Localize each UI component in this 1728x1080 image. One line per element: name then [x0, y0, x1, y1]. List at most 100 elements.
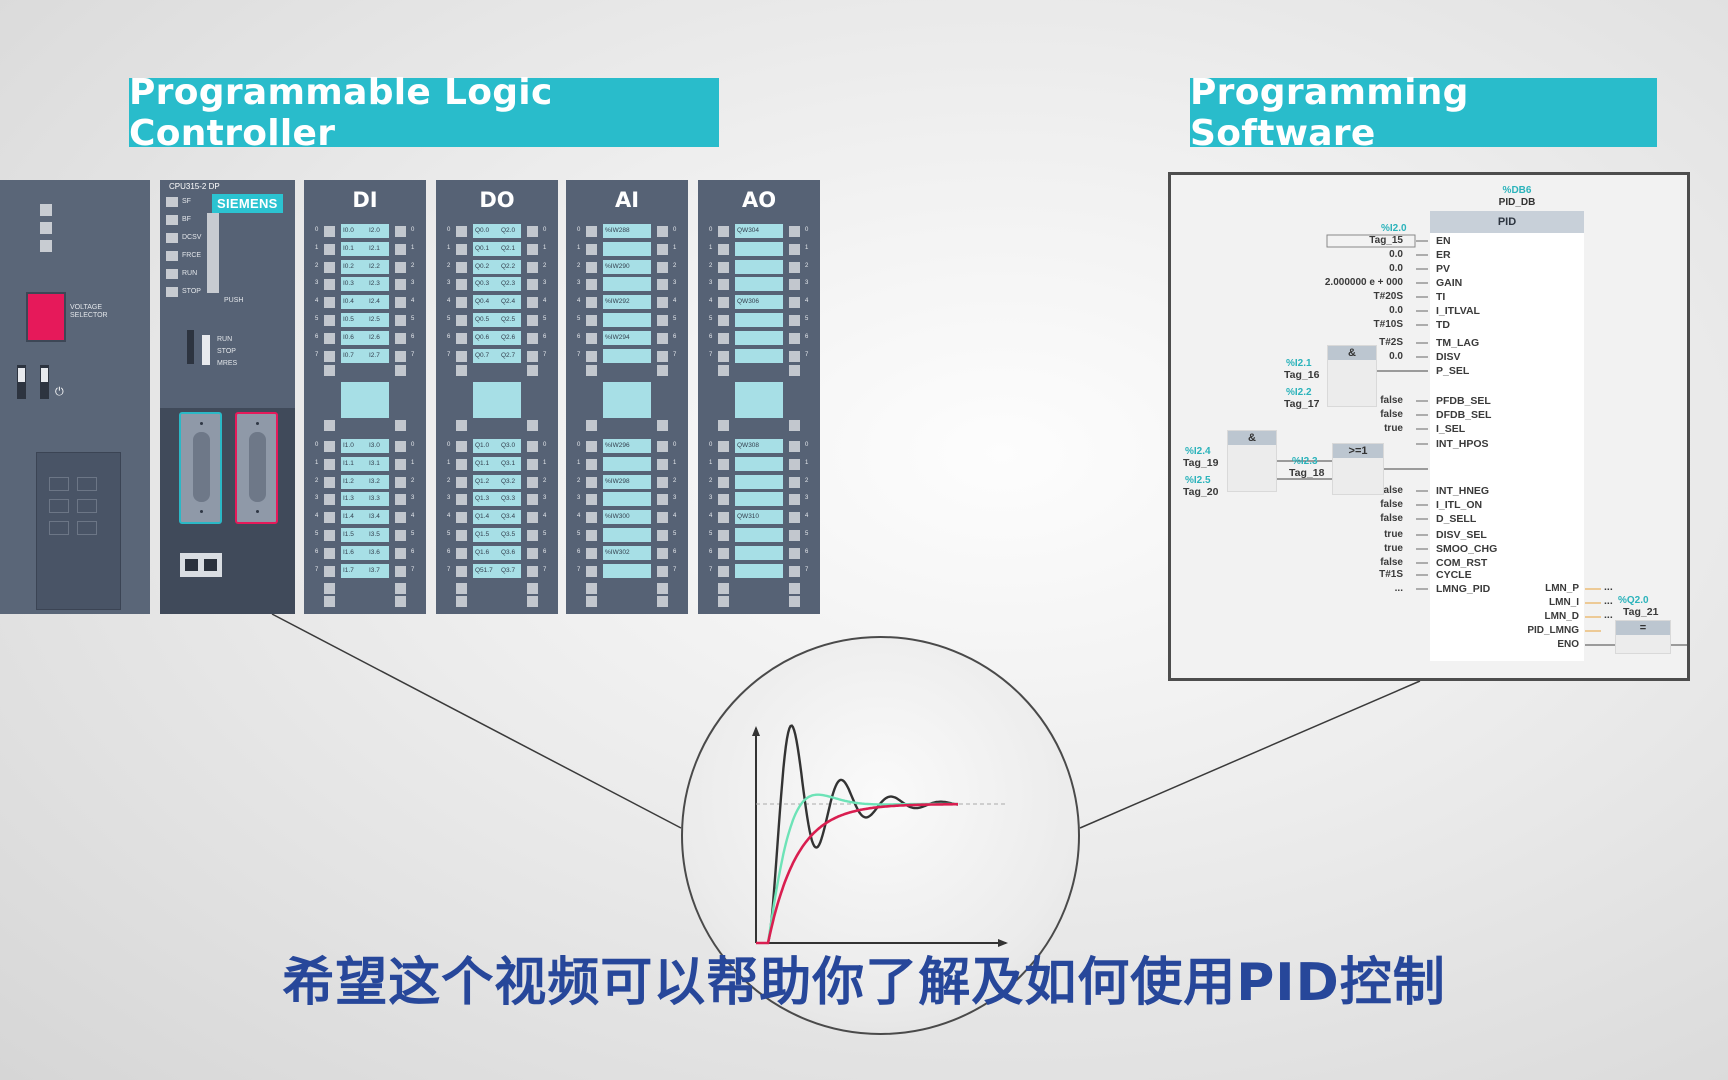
- io-address: I2.7: [369, 351, 380, 359]
- mode-key[interactable]: [187, 330, 194, 364]
- io-channel-number: 0: [447, 227, 451, 233]
- pid-input-pin[interactable]: EN: [1436, 235, 1451, 247]
- io-led: [586, 420, 597, 431]
- psu-toggle[interactable]: [40, 365, 49, 399]
- io-channel-number: 3: [673, 280, 677, 287]
- cpu-mode-slider[interactable]: [207, 213, 219, 293]
- pid-input-value: 0.0: [1389, 305, 1403, 316]
- output-dots: ...: [1604, 581, 1613, 593]
- pid-input-pin[interactable]: DFDB_SEL: [1436, 409, 1492, 421]
- io-address: I0.6: [343, 333, 354, 341]
- pid-input-pin[interactable]: TI: [1436, 291, 1446, 303]
- terminal: [49, 499, 69, 513]
- overdamped-response-curve: [756, 802, 958, 945]
- io-address-cell: %IW302: [603, 545, 651, 560]
- io-channel-number: 0: [411, 442, 415, 448]
- pid-input-pin[interactable]: LMNG_PID: [1436, 583, 1491, 595]
- io-address-cell: [735, 277, 783, 292]
- pid-input-pin[interactable]: PV: [1436, 263, 1451, 275]
- pid-input-pin[interactable]: PFDB_SEL: [1436, 395, 1491, 407]
- io-led: [718, 297, 729, 309]
- io-channel-number: 7: [709, 566, 713, 573]
- pid-output-pin[interactable]: ENO: [1557, 639, 1579, 650]
- pid-input-pin[interactable]: I_SEL: [1436, 423, 1466, 435]
- ethernet-ports[interactable]: [180, 553, 222, 577]
- led-label: RUN: [182, 270, 198, 277]
- pid-block[interactable]: PID: [1430, 211, 1584, 661]
- psu-toggle[interactable]: [17, 365, 26, 399]
- terminal: [49, 477, 69, 491]
- io-led: [789, 458, 800, 470]
- pid-input-value: false: [1380, 395, 1403, 406]
- pid-output-pin[interactable]: PID_LMNG: [1527, 625, 1579, 636]
- pid-input-pin[interactable]: D_SELL: [1436, 513, 1477, 525]
- pid-input-pin[interactable]: INT_HNEG: [1436, 485, 1490, 497]
- software-connector-line: [1079, 680, 1421, 829]
- tag-name: Tag_20: [1183, 486, 1219, 498]
- io-address: I2.2: [369, 262, 380, 270]
- pid-input-pin[interactable]: DISV_SEL: [1436, 529, 1487, 541]
- io-address-cell: %IW296: [603, 439, 651, 453]
- io-led: [657, 476, 668, 488]
- pid-output-pin[interactable]: LMN_I: [1549, 597, 1579, 608]
- io-led: [324, 332, 335, 344]
- pid-output-pin[interactable]: LMN_D: [1544, 611, 1579, 622]
- pid-input-pin[interactable]: INT_HPOS: [1436, 438, 1489, 450]
- pid-input-pin[interactable]: CYCLE: [1436, 569, 1472, 581]
- pid-input-value: 2.000000 e + 000: [1324, 277, 1403, 288]
- pid-input-pin[interactable]: P_SEL: [1436, 365, 1470, 377]
- io-channel-number: 4: [543, 513, 547, 520]
- io-led: [456, 315, 467, 326]
- io-led: [456, 332, 467, 344]
- oscillating-response-curve: [766, 724, 959, 944]
- pid-input-pin[interactable]: TD: [1436, 319, 1450, 331]
- tag-name: Tag_19: [1183, 457, 1219, 469]
- io-channel-number: 0: [315, 442, 319, 448]
- io-led: [456, 350, 467, 362]
- pid-input-pin[interactable]: I_ITLVAL: [1436, 305, 1480, 317]
- io-led: [395, 458, 406, 470]
- pid-input-pin[interactable]: DISV: [1436, 351, 1461, 363]
- assign-block[interactable]: =: [1615, 620, 1671, 654]
- and-gate-2[interactable]: &: [1227, 430, 1277, 492]
- and-gate-1[interactable]: &: [1327, 345, 1377, 407]
- mpi-port[interactable]: [235, 412, 278, 524]
- screw: [256, 422, 259, 425]
- profibus-port[interactable]: [179, 412, 222, 524]
- mode-key-handle[interactable]: [202, 335, 210, 365]
- io-channel-number: 5: [577, 531, 581, 537]
- pid-input-pin[interactable]: TM_LAG: [1436, 337, 1480, 349]
- io-channel-number: 5: [315, 531, 319, 537]
- io-channel-number: 7: [411, 566, 415, 573]
- io-channel-number: 7: [315, 566, 319, 573]
- io-led: [527, 596, 538, 607]
- and-gate-label: &: [1328, 346, 1376, 360]
- pid-input-pin[interactable]: I_ITL_ON: [1436, 499, 1483, 511]
- io-led: [395, 530, 406, 541]
- pid-input-pin[interactable]: ER: [1436, 249, 1451, 261]
- io-address: I3.3: [369, 495, 380, 503]
- pid-block-title: PID: [1430, 211, 1584, 233]
- io-channel-number: 4: [709, 513, 713, 520]
- pid-input-pin[interactable]: SMOO_CHG: [1436, 543, 1498, 555]
- io-channel-number: 6: [673, 333, 677, 340]
- io-label-strip: [341, 382, 389, 418]
- tag-address: %I2.2: [1286, 387, 1312, 398]
- io-channel-number: 4: [577, 513, 581, 520]
- io-address: I2.4: [369, 298, 380, 306]
- pid-input-pin[interactable]: COM_RST: [1436, 557, 1488, 569]
- io-channel-number: 5: [673, 531, 677, 537]
- or-gate[interactable]: >=1: [1332, 443, 1384, 495]
- io-address-cell: [603, 563, 651, 578]
- pid-output-pin[interactable]: LMN_P: [1545, 583, 1579, 594]
- io-led: [395, 279, 406, 291]
- pid-input-pin[interactable]: GAIN: [1436, 277, 1463, 289]
- io-led: [789, 350, 800, 362]
- io-module-title: DO: [479, 188, 515, 212]
- voltage-selector-switch[interactable]: [26, 292, 66, 342]
